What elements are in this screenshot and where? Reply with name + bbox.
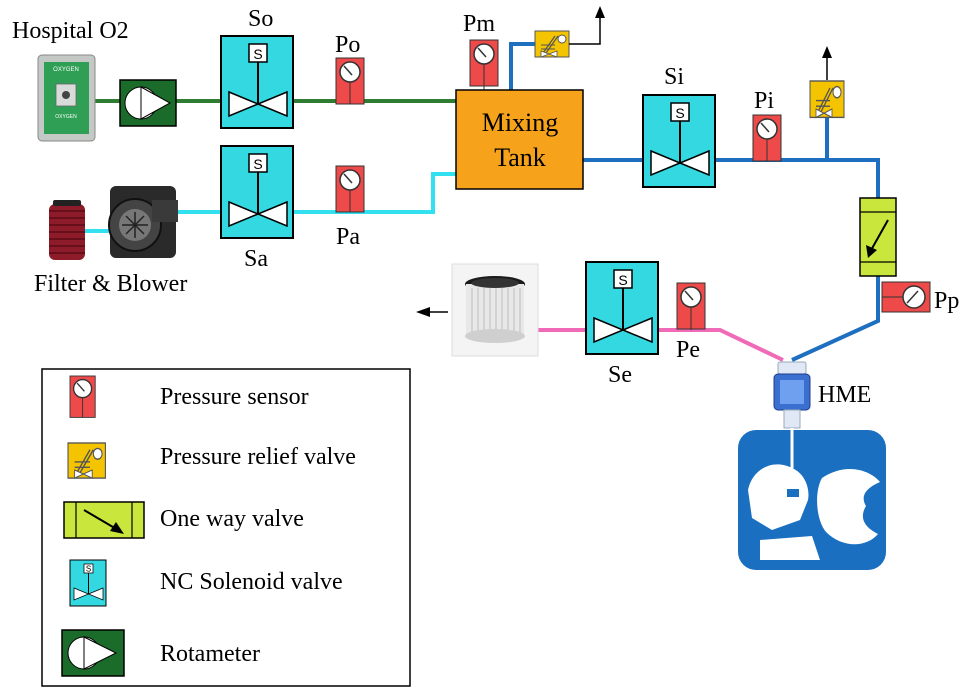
se-s-mark: S [618,272,627,288]
air-filter [49,200,85,260]
mixing-relief-exhaust-arrow [569,6,605,45]
legend-s-mark: S [86,565,91,574]
mixing-tank: Mixing Tank [455,89,584,190]
legend-item-rotameter: Rotameter [160,641,260,667]
filter-blower-label: Filter & Blower [34,271,187,297]
pa-label: Pa [336,224,360,250]
oxygen-wall-outlet: OXYGEN OXYGEN [37,54,96,142]
pa-pressure-sensor [335,165,365,213]
pressure-sensor-icon [69,375,96,419]
pressure-relief-valve-icon [67,442,107,479]
rotameter-icon [61,629,125,677]
si-s-mark: S [675,105,684,121]
sa-label: Sa [244,246,268,272]
oxygen-plate-text-top: OXYGEN [53,67,79,73]
pe-label: Pe [676,337,700,363]
po-pressure-sensor [335,57,365,105]
so-solenoid-valve: S [220,35,294,129]
pi-pressure-sensor [752,114,782,162]
sa-solenoid-valve: S [220,145,294,239]
nc-solenoid-valve-icon: S [69,559,107,607]
so-label: So [248,6,273,32]
so-s-mark: S [253,46,262,62]
pi-label: Pi [754,88,774,114]
hme-label: HME [818,382,871,408]
pm-pressure-sensor [469,39,499,87]
inspiratory-one-way-valve [859,197,897,277]
po-label: Po [335,32,360,58]
sa-s-mark: S [253,156,262,172]
se-solenoid-valve: S [585,261,659,355]
pe-pressure-sensor [676,282,706,330]
legend-item-one-way-valve: One way valve [160,506,304,532]
legend: Pressure sensor Pressure relief valve On… [41,368,411,687]
hme-filter [773,361,811,429]
mixing-tank-label-line2: Tank [494,143,546,172]
legend-item-nc-solenoid-valve: NC Solenoid valve [160,569,343,595]
inspiratory-exhaust-arrow [822,46,832,80]
oxygen-plate-text-bottom: OXYGEN [55,114,77,120]
hospital-o2-label: Hospital O2 [12,18,129,44]
one-way-valve-icon [63,501,145,539]
inspiratory-relief-valve [809,80,845,119]
si-label: Si [664,64,684,90]
legend-item-pressure-relief-valve: Pressure relief valve [160,444,356,470]
rotameter [119,79,177,127]
se-label: Se [608,362,632,388]
si-solenoid-valve: S [642,94,716,188]
expiratory-filter [451,263,539,357]
exhaust-arrow [416,307,448,317]
pm-label: Pm [463,11,495,37]
pp-label: Pp [934,288,959,314]
pp-pressure-sensor [881,281,931,313]
mixing-relief-valve [534,30,570,58]
legend-item-pressure-sensor: Pressure sensor [160,384,309,410]
patient-icon [738,428,886,570]
expiratory-pipe [538,328,784,362]
mixing-tank-label-line1: Mixing [482,108,559,137]
blower [108,186,178,258]
